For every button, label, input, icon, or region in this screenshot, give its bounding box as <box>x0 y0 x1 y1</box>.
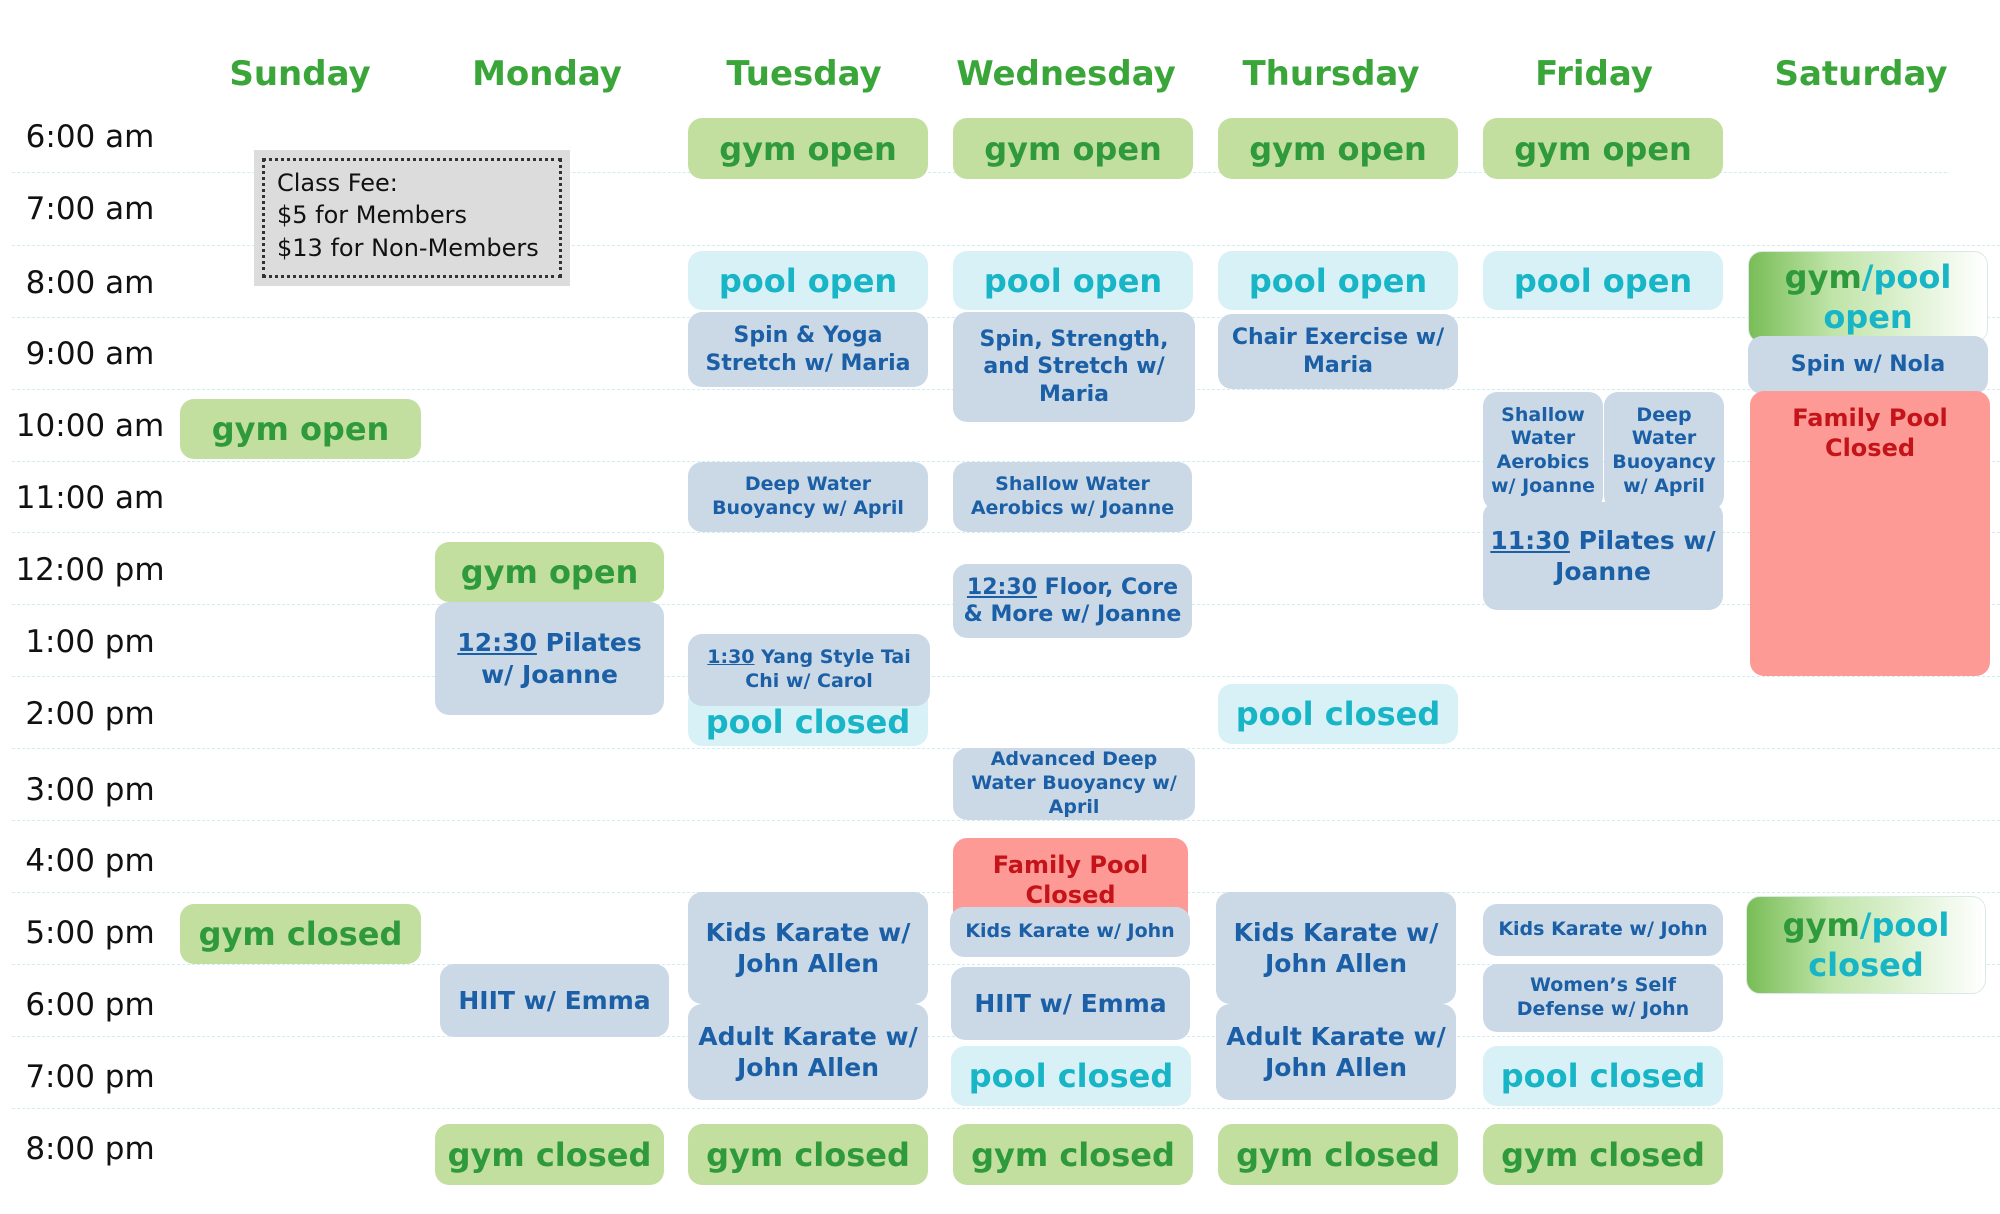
wednesday-floor-core-time: 12:30 <box>966 574 1037 600</box>
wednesday-hiit: HIIT w/ Emma <box>951 967 1190 1040</box>
tuesday-kids-karate: Kids Karate w/ John Allen <box>688 892 928 1004</box>
time-label: 11:00 am <box>15 480 165 516</box>
monday-hiit: HIIT w/ Emma <box>440 964 669 1037</box>
saturday-gym-pool-closed-pool: /pool <box>1859 906 1950 944</box>
time-label: 9:00 am <box>25 336 155 372</box>
day-header-monday: Monday <box>472 54 622 94</box>
tuesday-gym-closed: gym closed <box>688 1124 928 1185</box>
monday-pilates: 12:30 Pilates w/ Joanne <box>435 602 664 715</box>
time-label: 8:00 am <box>25 265 155 301</box>
tuesday-tai-chi-time: 1:30 <box>707 646 755 669</box>
thursday-adult-karate: Adult Karate w/ John Allen <box>1216 1004 1456 1100</box>
monday-pilates-text: Pilates w/ Joanne <box>481 628 642 689</box>
grid-line <box>12 964 2000 965</box>
tuesday-gym-open: gym open <box>688 118 928 179</box>
day-header-friday: Friday <box>1535 54 1653 94</box>
thursday-pool-closed: pool closed <box>1218 684 1458 744</box>
thursday-chair-exercise: Chair Exercise w/ Maria <box>1218 314 1458 389</box>
friday-deep-water-buoyancy: Deep Water Buoyancy w/ April <box>1604 392 1724 510</box>
class-fee-non-members: $13 for Non-Members <box>277 233 539 262</box>
time-label: 12:00 pm <box>15 552 165 588</box>
sunday-gym-open: gym open <box>180 399 421 459</box>
time-label: 10:00 am <box>15 408 165 444</box>
wednesday-floor-core-text: Floor, Core & More w/ Joanne <box>963 574 1182 628</box>
thursday-gym-open: gym open <box>1218 118 1458 179</box>
tuesday-pool-open: pool open <box>688 251 928 310</box>
friday-womens-self-defense: Women’s Self Defense w/ John <box>1483 964 1723 1032</box>
time-label: 6:00 pm <box>25 987 155 1023</box>
tuesday-tai-chi-text: Yang Style Tai Chi w/ Carol <box>745 646 911 692</box>
time-label: 2:00 pm <box>25 696 155 732</box>
time-label: 8:00 pm <box>25 1131 155 1167</box>
class-fee-border: Class Fee: $5 for Members $13 for Non-Me… <box>262 158 562 278</box>
tuesday-adult-karate: Adult Karate w/ John Allen <box>688 1004 928 1100</box>
saturday-gym-pool-open: gym/pool open <box>1748 251 1988 343</box>
day-header-tuesday: Tuesday <box>726 54 882 94</box>
time-label: 7:00 pm <box>25 1059 155 1095</box>
grid-line <box>12 461 2000 462</box>
saturday-gym-pool-open-status: open <box>1823 298 1913 336</box>
grid-line <box>12 532 2000 533</box>
wednesday-pool-open: pool open <box>953 251 1193 310</box>
saturday-gym-pool-closed-status: closed <box>1808 946 1924 984</box>
wednesday-pool-closed: pool closed <box>951 1046 1191 1106</box>
grid-line <box>12 820 2000 821</box>
grid-line <box>12 676 2000 677</box>
wednesday-gym-open: gym open <box>953 118 1193 179</box>
friday-pool-closed: pool closed <box>1483 1046 1723 1106</box>
saturday-spin: Spin w/ Nola <box>1748 336 1988 394</box>
tuesday-spin-yoga: Spin & Yoga Stretch w/ Maria <box>688 312 928 387</box>
friday-pilates: 11:30 Pilates w/ Joanne <box>1483 502 1723 610</box>
monday-gym-closed: gym closed <box>435 1124 664 1185</box>
friday-pool-open: pool open <box>1483 251 1723 310</box>
tuesday-tai-chi: 1:30 Yang Style Tai Chi w/ Carol <box>688 634 930 706</box>
class-fee-box: Class Fee: $5 for Members $13 for Non-Me… <box>254 150 570 286</box>
saturday-gym-pool-closed-gym: gym <box>1782 906 1860 944</box>
wednesday-kids-karate: Kids Karate w/ John <box>950 907 1190 957</box>
friday-gym-open: gym open <box>1483 118 1723 179</box>
saturday-gym-pool-open-gym: gym <box>1784 258 1862 296</box>
time-label: 1:00 pm <box>25 624 155 660</box>
wednesday-spin-strength: Spin, Strength, and Stretch w/ Maria <box>953 312 1195 422</box>
grid-line <box>12 1108 2000 1109</box>
thursday-kids-karate: Kids Karate w/ John Allen <box>1216 892 1456 1004</box>
wednesday-advanced-deep-water: Advanced Deep Water Buoyancy w/ April <box>953 748 1195 820</box>
tuesday-deep-water-buoyancy: Deep Water Buoyancy w/ April <box>688 462 928 532</box>
class-fee-members: $5 for Members <box>277 201 468 230</box>
saturday-family-pool-closed: Family Pool Closed <box>1750 391 1990 676</box>
time-label: 4:00 pm <box>25 843 155 879</box>
wednesday-shallow-water-aerobics: Shallow Water Aerobics w/ Joanne <box>953 462 1192 532</box>
friday-gym-closed: gym closed <box>1483 1124 1723 1185</box>
friday-pilates-text: Pilates w/ Joanne <box>1555 525 1716 586</box>
friday-shallow-water-aerobics: Shallow Water Aerobics w/ Joanne <box>1483 392 1603 510</box>
time-label: 7:00 am <box>25 191 155 227</box>
grid-line <box>12 245 2000 246</box>
thursday-gym-closed: gym closed <box>1218 1124 1458 1185</box>
thursday-pool-open: pool open <box>1218 251 1458 310</box>
saturday-gym-pool-open-pool: /pool <box>1861 258 1952 296</box>
time-label: 5:00 pm <box>25 915 155 951</box>
friday-pilates-time: 11:30 <box>1490 525 1570 555</box>
class-fee-title: Class Fee: <box>277 169 398 197</box>
saturday-gym-pool-closed: gym/pool closed <box>1746 896 1986 994</box>
day-header-saturday: Saturday <box>1774 54 1948 94</box>
monday-gym-open: gym open <box>435 542 664 602</box>
friday-kids-karate: Kids Karate w/ John <box>1483 904 1723 956</box>
day-header-wednesday: Wednesday <box>956 54 1176 94</box>
wednesday-gym-closed: gym closed <box>953 1124 1193 1185</box>
sunday-gym-closed: gym closed <box>180 904 421 964</box>
day-header-sunday: Sunday <box>229 54 371 94</box>
monday-pilates-time: 12:30 <box>457 628 537 658</box>
time-label: 6:00 am <box>25 119 155 155</box>
wednesday-floor-core: 12:30 Floor, Core & More w/ Joanne <box>953 564 1192 638</box>
time-label: 3:00 pm <box>25 772 155 808</box>
day-header-thursday: Thursday <box>1242 54 1420 94</box>
